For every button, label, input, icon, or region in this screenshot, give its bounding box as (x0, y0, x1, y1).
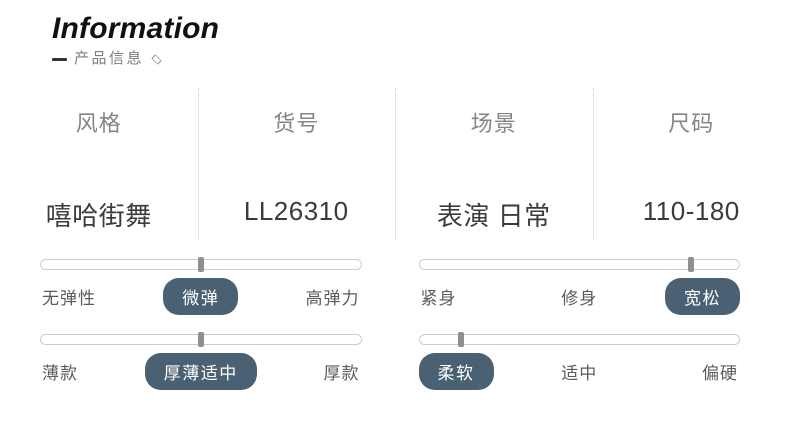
spec-column-scene: 场景 表演 日常 (395, 88, 593, 240)
slider-options-fit: 紧身 修身 宽松 (419, 277, 740, 315)
spec-column-size: 尺码 110-180 (592, 88, 790, 240)
slider-thumb-elasticity[interactable] (197, 257, 204, 272)
attribute-sliders: 无弹性 微弹 高弹力 薄款 厚薄适中 厚款 (0, 252, 790, 412)
spec-value: 110-180 (642, 196, 740, 226)
spec-value: LL26310 (243, 196, 349, 226)
slider-option-fit-slim[interactable]: 修身 (561, 288, 598, 308)
slider-thumb-fit[interactable] (688, 257, 695, 272)
spec-value: 嘻哈街舞 (45, 201, 152, 231)
slider-options-elasticity: 无弹性 微弹 高弹力 (40, 277, 362, 315)
diamond-icon (151, 53, 162, 65)
dash-icon (52, 57, 67, 61)
spec-column-article-number: 货号 LL26310 (197, 88, 396, 240)
slider-option-softness-soft[interactable]: 柔软 (418, 352, 494, 390)
slider-thumb-thickness[interactable] (197, 332, 204, 347)
slider-option-softness-medium[interactable]: 适中 (561, 363, 598, 383)
slider-option-elasticity-mid[interactable]: 微弹 (163, 277, 239, 315)
header-block: Information 产品信息 (52, 12, 452, 69)
slider-option-fit-loose[interactable]: 宽松 (665, 277, 740, 315)
slider-track-thickness[interactable] (40, 332, 362, 347)
spec-label: 场景 (470, 111, 517, 136)
slider-row-softness: 柔软 适中 偏硬 (418, 327, 741, 402)
slider-options-thickness: 薄款 厚薄适中 厚款 (40, 352, 362, 390)
slider-column-left: 无弹性 微弹 高弹力 薄款 厚薄适中 厚款 (0, 252, 394, 412)
spec-value: 表演 日常 (436, 201, 551, 231)
slider-option-thickness-thick[interactable]: 厚款 (323, 363, 360, 383)
slider-option-fit-tight[interactable]: 紧身 (420, 288, 457, 308)
slider-row-thickness: 薄款 厚薄适中 厚款 (40, 327, 362, 402)
slider-thumb-softness[interactable] (458, 332, 465, 347)
page-subtitle: 产品信息 (74, 50, 145, 67)
subtitle-row: 产品信息 (52, 49, 452, 69)
spec-label: 风格 (75, 111, 122, 136)
slider-option-elasticity-low[interactable]: 无弹性 (42, 288, 96, 308)
page-title: Information (52, 12, 220, 45)
slider-option-thickness-thin[interactable]: 薄款 (42, 363, 78, 383)
slider-track-fit[interactable] (418, 257, 740, 272)
slider-row-elasticity: 无弹性 微弹 高弹力 (40, 252, 362, 327)
slider-options-softness: 柔软 适中 偏硬 (418, 352, 741, 390)
slider-option-elasticity-high[interactable]: 高弹力 (305, 288, 360, 308)
slider-row-fit: 紧身 修身 宽松 (418, 252, 740, 327)
spec-label: 货号 (273, 111, 320, 136)
spec-label: 尺码 (668, 111, 715, 136)
slider-track-softness[interactable] (418, 332, 740, 347)
slider-column-right: 紧身 修身 宽松 柔软 适中 偏硬 (394, 252, 790, 412)
spec-column-style: 风格 嘻哈街舞 (0, 88, 198, 240)
slider-track-elasticity[interactable] (40, 257, 362, 272)
spec-table: 风格 嘻哈街舞 货号 LL26310 场景 表演 日常 尺码 110-180 (0, 88, 790, 240)
slider-option-thickness-medium[interactable]: 厚薄适中 (144, 352, 257, 390)
slider-option-softness-hard[interactable]: 偏硬 (702, 363, 738, 383)
